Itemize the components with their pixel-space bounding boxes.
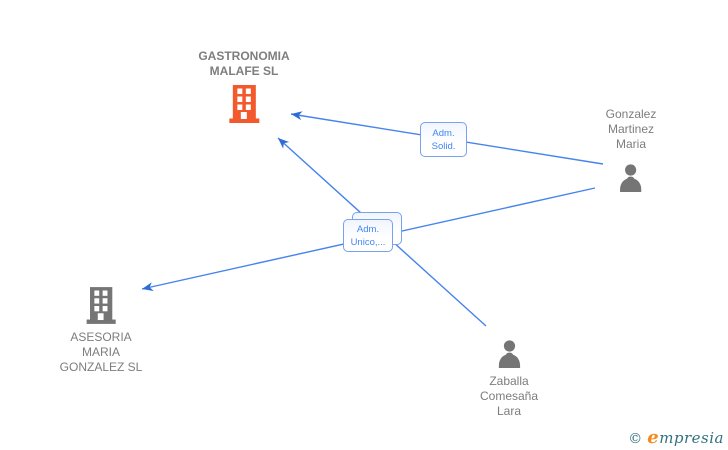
- person-name-line: Gonzalez: [605, 107, 657, 121]
- node-zaballa-comesana-lara[interactable]: Zaballa Comesaña Lara: [480, 340, 538, 419]
- person-icon: [617, 164, 645, 192]
- edge-label-line: Adm.: [432, 127, 455, 139]
- building-icon: [228, 85, 260, 123]
- edge-label-line: Adm.: [356, 223, 380, 235]
- node-gastronomia-malafe-sl[interactable]: GASTRONOMIA MALAFE SL: [198, 49, 290, 123]
- edge-label-adm-solid[interactable]: Adm. Solid.: [420, 122, 467, 157]
- person-name: Zaballa Comesaña Lara: [480, 374, 538, 419]
- person-icon: [495, 340, 524, 368]
- person-name-line: Martinez: [607, 122, 655, 136]
- company-name-line: GONZALEZ SL: [59, 360, 143, 374]
- node-asesoria-maria-gonzalez-sl[interactable]: ASESORIA MARIA GONZALEZ SL: [60, 287, 143, 375]
- person-name-line: Lara: [496, 404, 522, 418]
- copyright-icon: ©: [628, 431, 643, 447]
- person-name-line: Maria: [615, 137, 647, 151]
- company-name: GASTRONOMIA MALAFE SL: [198, 49, 289, 79]
- edge-label-line: Unico,...: [350, 236, 386, 248]
- edge-label-adm-unico[interactable]: Adm. Unico,...: [343, 219, 393, 252]
- empresia-brand-text: empresia: [647, 427, 724, 448]
- company-name: ASESORIA MARIA GONZALEZ SL: [60, 330, 143, 375]
- node-gonzalez-martinez-maria[interactable]: Gonzalez Martinez Maria: [606, 107, 657, 192]
- company-name-line: MARIA: [81, 345, 120, 359]
- person-name-line: Zaballa: [489, 374, 529, 388]
- brand-rest: mpresia: [659, 429, 724, 447]
- empresia-logo[interactable]: © empresia: [628, 427, 724, 448]
- person-name-line: Comesaña: [479, 389, 539, 403]
- company-name-line: GASTRONOMIA: [198, 49, 290, 63]
- company-name-line: ASESORIA: [70, 330, 132, 344]
- company-name-line: MALAFE SL: [209, 64, 279, 78]
- person-name: Gonzalez Martinez Maria: [606, 107, 657, 152]
- edge-label-line: Solid.: [431, 140, 456, 152]
- building-icon: [86, 287, 117, 324]
- brand-initial: e: [647, 427, 660, 448]
